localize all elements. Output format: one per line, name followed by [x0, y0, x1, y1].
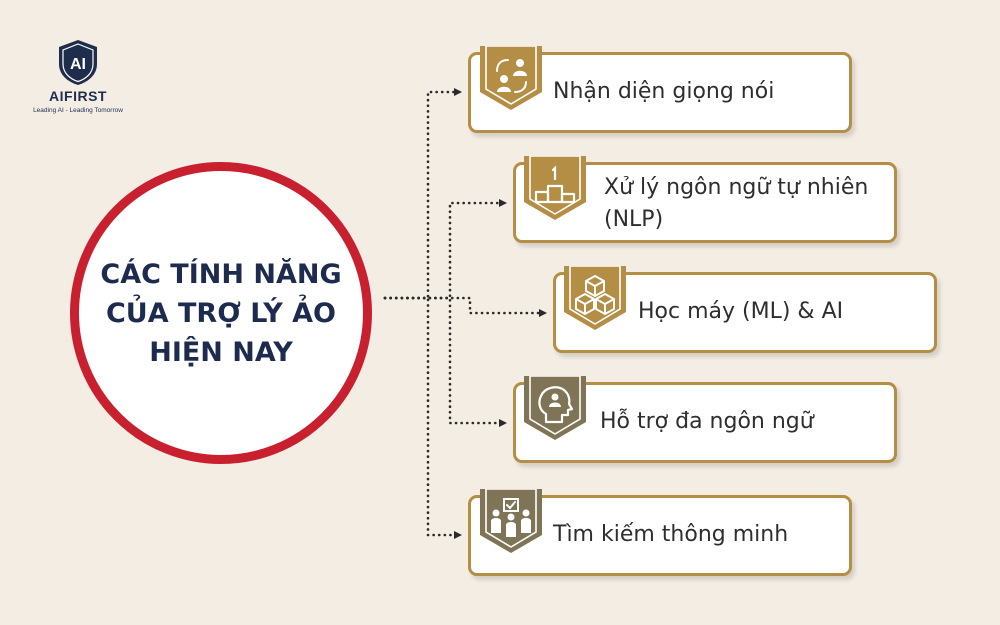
feature-label: Học máy (ML) & AI: [638, 299, 844, 324]
connector-branch-2: [383, 199, 507, 300]
cubes-icon: [564, 266, 626, 330]
central-topic-circle: CÁC TÍNH NĂNG CỦA TRỢ LÝ ẢO HIỆN NAY: [70, 162, 372, 464]
central-topic-title: CÁC TÍNH NĂNG CỦA TRỢ LÝ ẢO HIỆN NAY: [100, 258, 342, 368]
feature-label: Tìm kiếm thông minh: [553, 522, 789, 547]
connector-branch-3: [383, 296, 547, 317]
team-checklist-icon: [480, 489, 542, 553]
brand-logo: AI AIFIRST Leading AI - Leading Tomorrow: [28, 38, 128, 114]
feature-label: Hỗ trợ đa ngôn ngữ: [600, 409, 814, 434]
podium-ranking-icon: [524, 156, 586, 220]
feature-label: Xử lý ngôn ngữ tự nhiên (NLP): [604, 175, 869, 232]
head-profile-icon: [524, 376, 586, 440]
brand-name: AIFIRST: [49, 88, 107, 104]
brand-tagline: Leading AI - Leading Tomorrow: [33, 107, 123, 114]
logo-letters: AI: [70, 56, 86, 73]
people-exchange-icon: [480, 46, 542, 110]
feature-label: Nhận diện giọng nói: [553, 79, 775, 104]
connector-branch-5: [383, 296, 462, 539]
connector-branch-4: [383, 296, 507, 427]
shield-logo-icon: AI: [59, 40, 97, 85]
connector-branch-1: [383, 88, 462, 300]
